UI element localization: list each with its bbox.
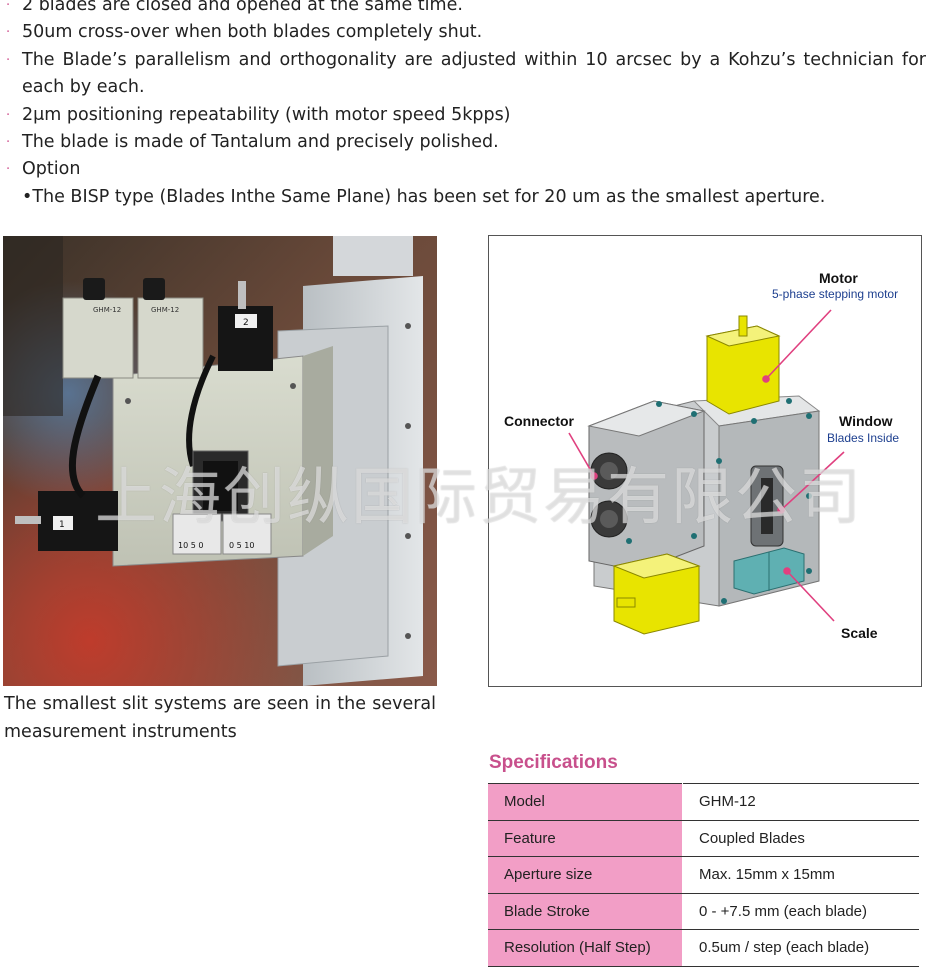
spec-label: Model: [488, 783, 683, 821]
scale-left: 10 5 0: [178, 541, 203, 550]
spec-value: Max. 15mm x 15mm: [682, 856, 919, 894]
spec-value: Coupled Blades: [682, 819, 919, 857]
motor-sublabel: 5-phase stepping motor: [772, 287, 899, 301]
bullet-icon: ·: [6, 25, 11, 41]
table-row: Resolution (Half Step)0.5um / step (each…: [488, 929, 919, 967]
feature-item: ·2 blades are closed and opened at the s…: [6, 0, 926, 19]
feature-item: ·2μm positioning repeatability (with mot…: [6, 102, 926, 129]
bullet-icon: ·: [6, 162, 11, 178]
connector-label: Connector: [504, 413, 574, 429]
bullet-icon: ·: [6, 52, 11, 68]
photo-caption: The smallest slit systems are seen in th…: [4, 694, 436, 742]
motor-tag-side: 1: [59, 520, 65, 530]
spec-label: Feature: [488, 819, 683, 857]
component-diagram: Motor 5-phase stepping motor Connector W…: [488, 235, 922, 687]
product-photo: GHM-12 GHM-12 2 1 10 5 0 0 5 10: [3, 236, 437, 686]
scale-label: Scale: [841, 625, 878, 641]
scale-right: 0 5 10: [229, 541, 254, 550]
bullet-icon: ·: [6, 0, 11, 13]
feature-item: ·50um cross-over when both blades comple…: [6, 19, 926, 46]
feature-item: ·The Blade’s parallelism and orthogonali…: [6, 47, 926, 102]
spec-label: Blade Stroke: [488, 892, 683, 930]
motor-tag-top: 2: [243, 318, 249, 328]
spec-label: Aperture size: [488, 856, 683, 894]
spec-value: GHM-12: [682, 783, 919, 821]
feature-item: ·The blade is made of Tantalum and preci…: [6, 129, 926, 156]
unit-label-right: GHM-12: [151, 306, 179, 314]
feature-list: ·2 blades are closed and opened at the s…: [6, 0, 926, 211]
window-label: Window: [839, 413, 893, 429]
bullet-icon: ·: [6, 135, 11, 151]
motor-label: Motor: [819, 270, 858, 286]
spec-label: Resolution (Half Step): [488, 929, 683, 967]
spec-value: 0.5um / step (each blade): [682, 929, 919, 967]
option-detail: •The BISP type (Blades Inthe Same Plane)…: [22, 186, 826, 207]
bullet-icon: ·: [6, 107, 11, 123]
unit-label-left: GHM-12: [93, 306, 121, 314]
specifications-title: Specifications: [489, 752, 618, 773]
feature-item: ·Option: [6, 156, 926, 183]
window-sublabel: Blades Inside: [827, 431, 900, 445]
spec-value: 0 - +7.5 mm (each blade): [682, 892, 919, 930]
